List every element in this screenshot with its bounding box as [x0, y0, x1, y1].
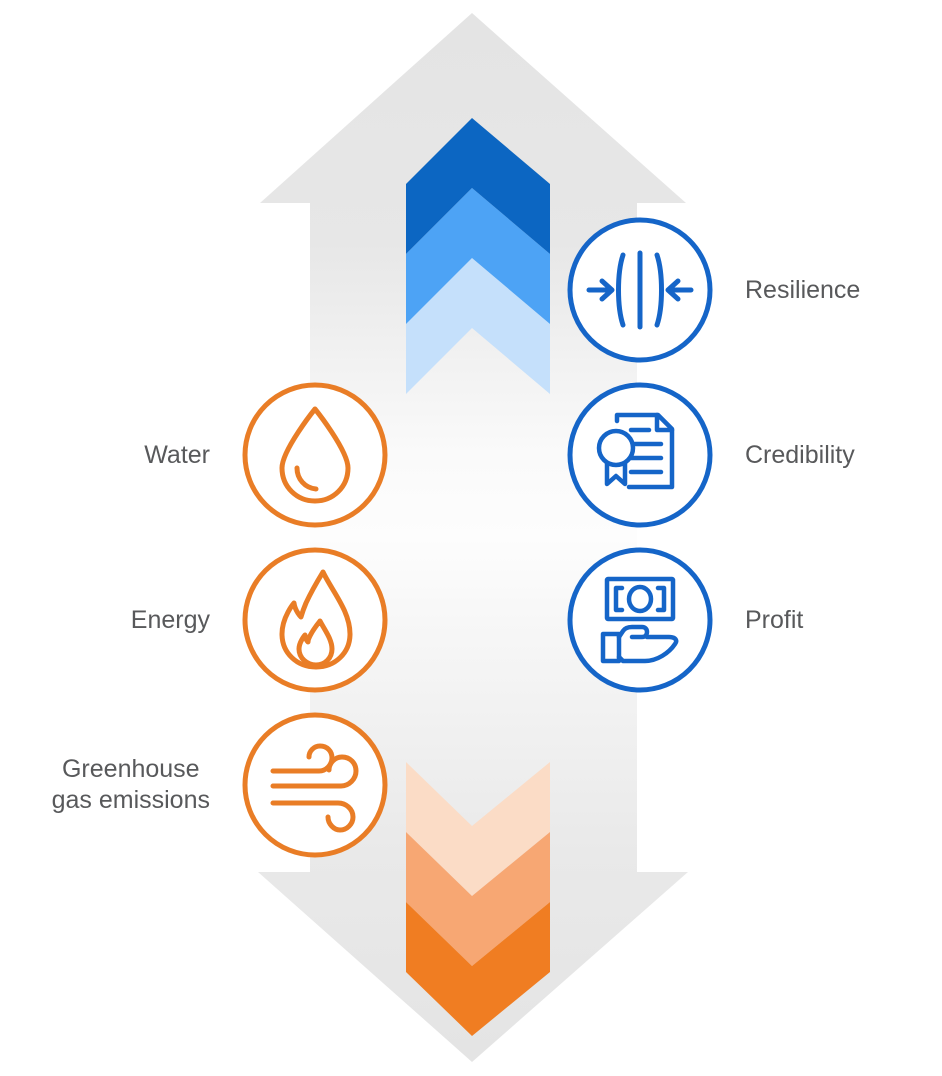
chevron-up-dark [406, 118, 550, 254]
node-profit[interactable]: Profit [565, 545, 803, 695]
node-greenhouse-gas-emissions[interactable]: Greenhouse gas emissions [0, 710, 390, 860]
flame-icon [242, 547, 388, 693]
node-water[interactable]: Water [0, 380, 390, 530]
chevron-up-mid [406, 188, 550, 324]
wind-icon [242, 712, 388, 858]
greenhouse-badge[interactable] [240, 710, 390, 860]
resilience-badge[interactable] [565, 215, 715, 365]
certificate-icon [567, 382, 713, 528]
credibility-badge[interactable] [565, 380, 715, 530]
water-badge[interactable] [240, 380, 390, 530]
energy-badge[interactable] [240, 545, 390, 695]
water-drop-icon [242, 382, 388, 528]
chevron-up-light [406, 258, 550, 394]
arrow-body [258, 13, 688, 1062]
node-energy[interactable]: Energy [0, 545, 390, 695]
node-label-energy: Energy [130, 605, 210, 634]
node-credibility[interactable]: Credibility [565, 380, 855, 530]
node-label-water: Water [144, 440, 210, 469]
money-hand-icon [567, 547, 713, 693]
node-label-credibility: Credibility [745, 440, 855, 469]
node-label-profit: Profit [745, 605, 804, 634]
node-label-greenhouse-gas-emissions: Greenhouse gas emissions [51, 755, 210, 814]
profit-badge[interactable] [565, 545, 715, 695]
node-resilience[interactable]: Resilience [565, 215, 860, 365]
chevron-down-light [406, 762, 550, 896]
resilience-icon [567, 217, 713, 363]
node-label-resilience: Resilience [745, 275, 861, 304]
chevron-down-mid [406, 832, 550, 966]
chevron-down-dark [406, 902, 550, 1036]
